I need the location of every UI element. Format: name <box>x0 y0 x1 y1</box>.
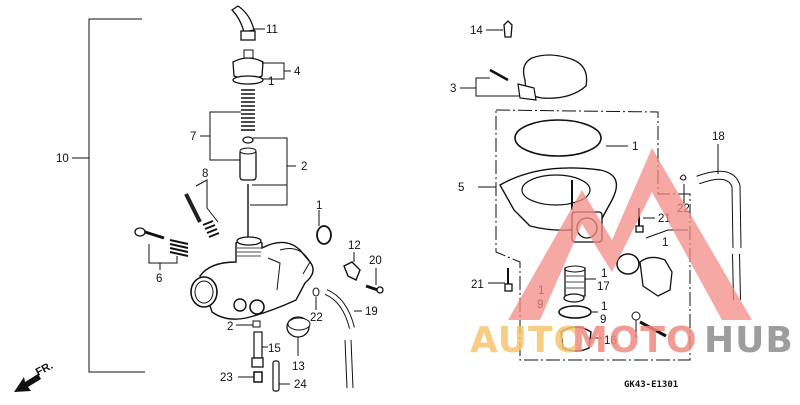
callout-6: 6 <box>156 273 162 285</box>
part-20-screw <box>365 268 384 294</box>
watermark-text: AUTO MOTO HUB <box>470 320 794 361</box>
callout-5: 5 <box>458 182 464 194</box>
part-2-throttle-valve <box>239 136 296 238</box>
part-19-tube <box>324 289 362 389</box>
callout-2: 2 <box>301 161 307 173</box>
watermark-logo-icon <box>508 148 752 320</box>
callout-18: 18 <box>712 131 725 143</box>
part-22-clip <box>679 174 687 181</box>
part-17-filter <box>564 265 596 297</box>
callout-11: 11 <box>266 24 278 36</box>
callout-4: 4 <box>294 66 301 78</box>
callout-13: 13 <box>292 361 305 373</box>
left-assembly <box>72 5 384 392</box>
right-assembly <box>460 20 742 361</box>
callout-1: 1 <box>662 237 668 249</box>
callout-3: 3 <box>450 83 456 95</box>
watermark-moto: MOTO <box>572 320 698 361</box>
part-16-drain-cup <box>560 326 602 352</box>
carburetor-body <box>190 236 314 320</box>
callout-9: 9 <box>600 314 606 326</box>
part-9-o-ring <box>563 293 585 303</box>
part-11-elbow-pipe <box>230 5 265 41</box>
part-3-float <box>460 54 588 101</box>
front-direction-indicator: FR. <box>14 360 55 392</box>
part-9-o-ring-large <box>558 305 592 319</box>
callout-22: 22 <box>310 312 323 324</box>
callout-1: 1 <box>268 76 274 88</box>
callout-1: 1 <box>632 141 638 153</box>
callout-23: 23 <box>220 372 233 384</box>
callout-15: 15 <box>268 343 281 355</box>
part-4-top-cap <box>232 49 291 85</box>
part-24-slow-jet <box>272 360 290 392</box>
part-13-cap <box>286 316 311 356</box>
callout-16: 16 <box>604 335 617 347</box>
callout-10: 10 <box>56 153 69 165</box>
callout-7: 7 <box>190 131 196 143</box>
callout-labels-left: 11 4 1 7 10 2 8 1 12 20 6 22 19 2 15 13 … <box>56 24 382 391</box>
part-21-bolt-lower <box>488 268 513 292</box>
part-6-throttle-stop-screw <box>134 227 189 270</box>
part-2-lower-jet <box>252 320 261 328</box>
callout-1: 1 <box>601 268 607 280</box>
drain-screw <box>631 311 667 338</box>
part-15-needle-jet <box>251 331 268 368</box>
callout-20: 20 <box>369 255 382 267</box>
part-1-o-ring-cock <box>616 253 640 275</box>
callout-19: 19 <box>365 306 378 318</box>
part-22-small-o-ring <box>312 287 320 297</box>
fr-label: FR. <box>34 360 55 379</box>
part-12-clamp <box>343 252 361 281</box>
part-23-main-jet <box>238 371 263 383</box>
watermark <box>508 148 752 320</box>
part-14-float-valve <box>486 20 513 38</box>
callout-24: 24 <box>294 379 307 391</box>
callout-17: 17 <box>597 281 610 293</box>
callout-14: 14 <box>470 25 483 37</box>
callout-21: 21 <box>471 279 484 291</box>
arrow-icon <box>14 374 41 392</box>
callout-12: 12 <box>348 240 361 252</box>
watermark-auto: AUTO <box>470 320 585 361</box>
group-bracket-10 <box>88 18 145 373</box>
callout-1: 1 <box>601 301 607 313</box>
watermark-hub: HUB <box>704 320 794 361</box>
part-1-gasket <box>514 119 602 157</box>
diagram-code: GK43-E1301 <box>624 380 678 390</box>
part-18-hose <box>696 144 742 301</box>
callout-labels-right: 14 3 1 18 5 22 21 1 21 1 17 1 9 1 9 16 <box>450 25 725 347</box>
group-bracket-5 <box>495 109 691 361</box>
callout-1: 1 <box>316 200 322 212</box>
part-7-spring <box>200 89 255 161</box>
drain-cock <box>639 256 673 297</box>
callout-8: 8 <box>202 168 208 180</box>
callout-2: 2 <box>227 321 233 333</box>
part-1-o-ring <box>316 225 332 245</box>
part-8-pilot-screw <box>184 179 220 238</box>
